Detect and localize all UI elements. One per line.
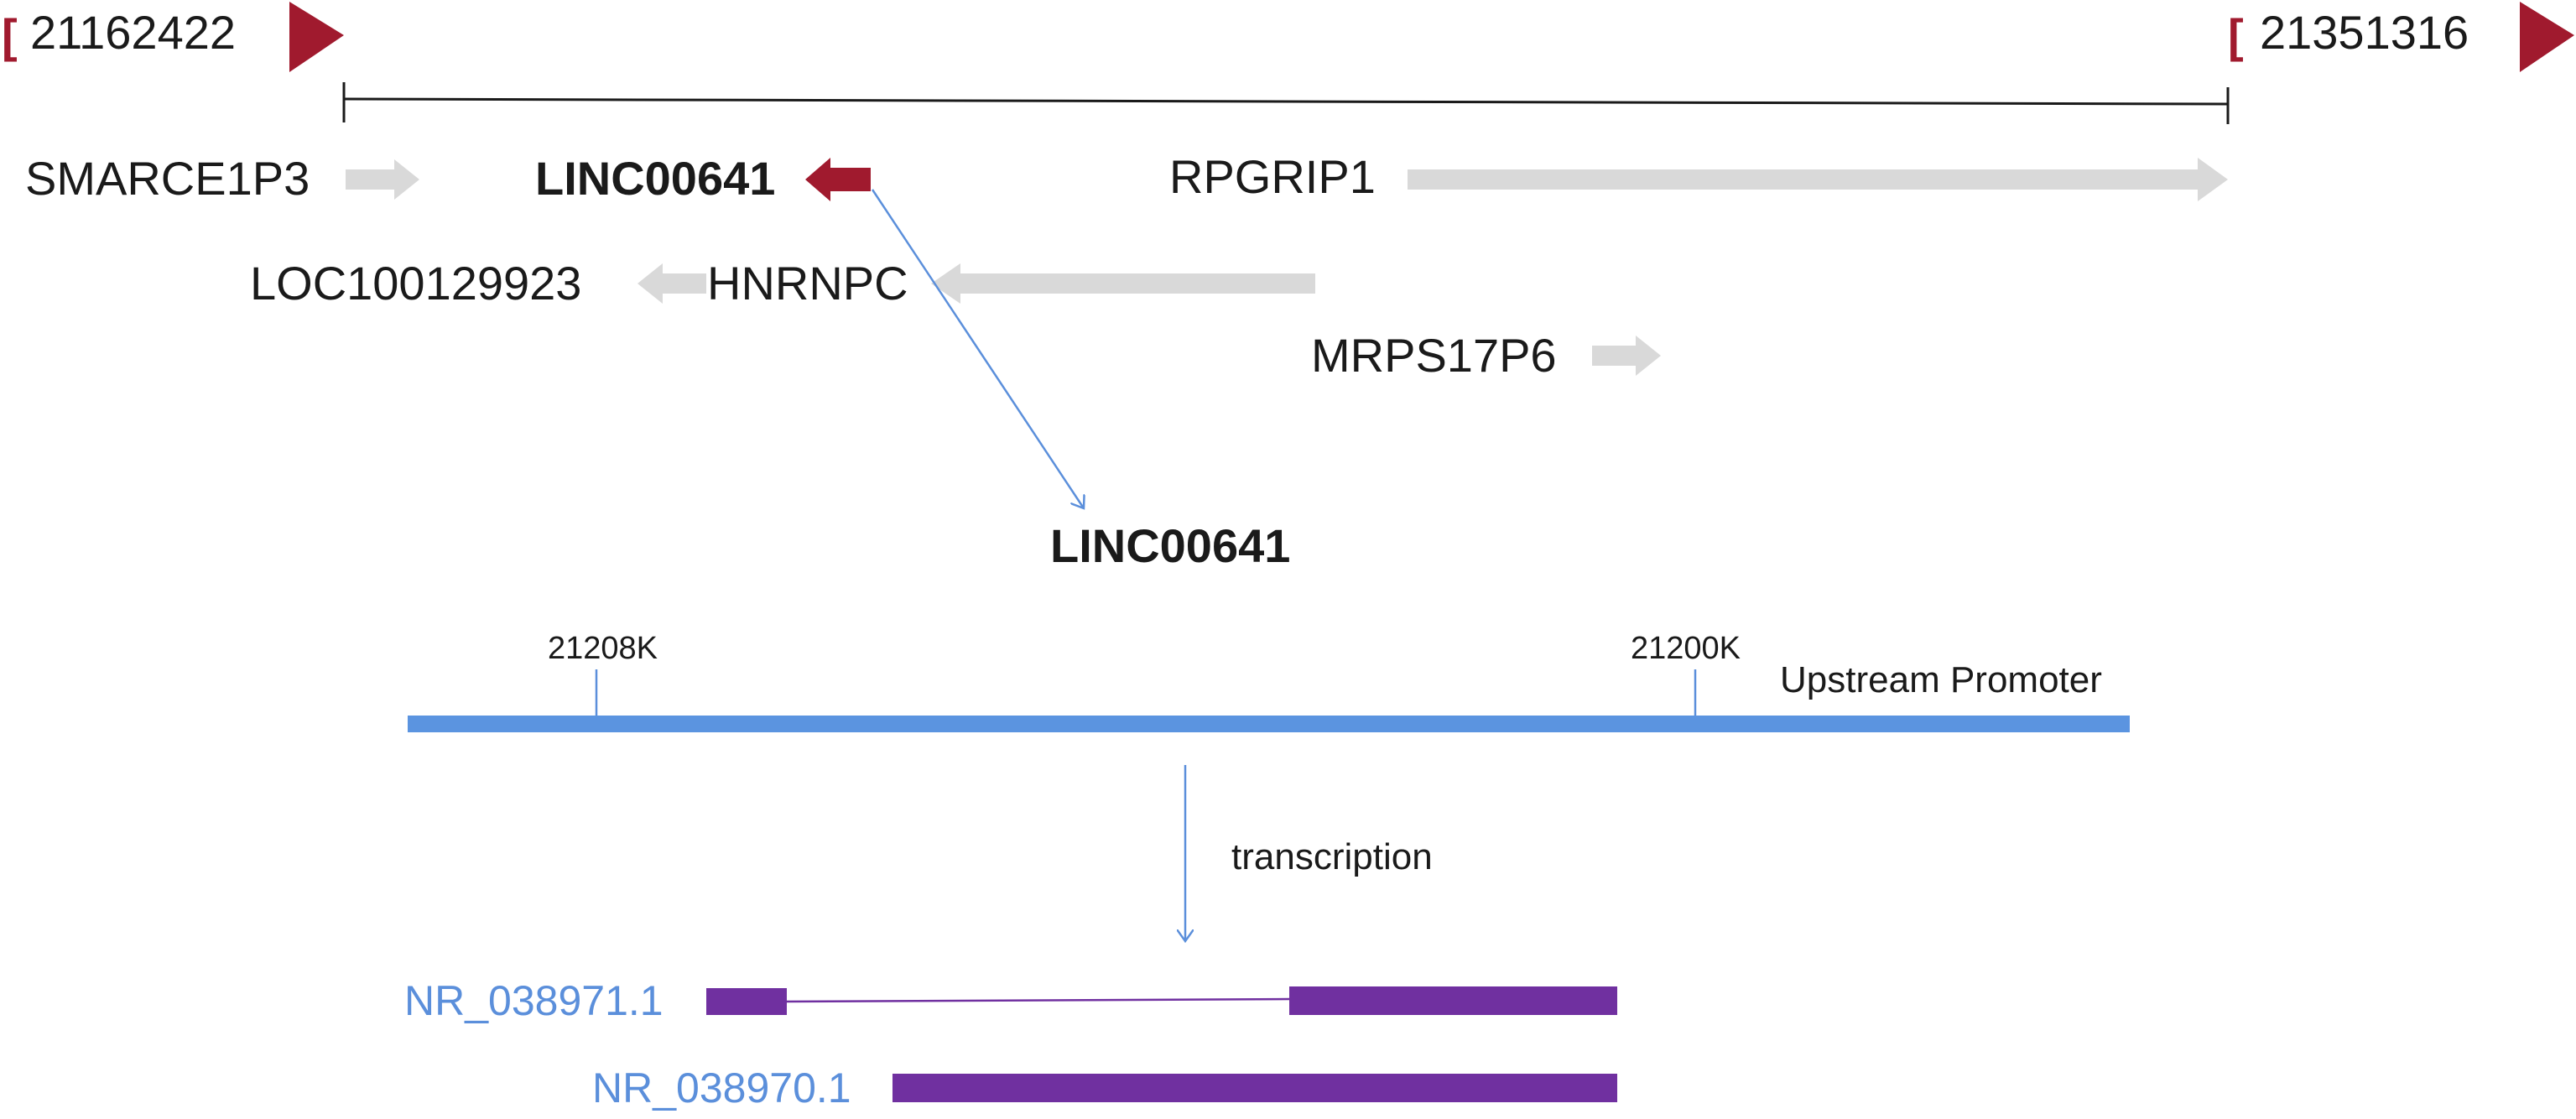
region-start-bracket: [ (2, 9, 18, 62)
region-start-arrow-icon (289, 2, 344, 72)
gene-label-rpgrip1: RPGRIP1 (1169, 150, 1376, 203)
gene-label-loc100129923: LOC100129923 (250, 257, 581, 310)
gene-smarce1p3-forward-arrow-icon (346, 159, 419, 200)
gene-hnrnpc-reverse-arrow-icon (931, 263, 1315, 304)
gene-label-smarce1p3: SMARCE1P3 (25, 152, 310, 205)
transcript-label-nr-038970-1: NR_038970.1 (592, 1064, 851, 1111)
region-scale-ruler (342, 82, 2230, 124)
gene-loc100129923-reverse-arrow-icon (637, 263, 706, 304)
transcription-label: transcription (1231, 836, 1433, 877)
region-end-label: 21351316 (2260, 6, 2469, 59)
zoom-title: LINC00641 (1050, 519, 1290, 572)
gene-label-linc00641: LINC00641 (535, 152, 775, 205)
zoom-tick-label-right: 21200K (1631, 631, 1741, 666)
region-end-arrow-icon (2520, 2, 2574, 72)
gene-mrps17p6-forward-arrow-icon (1592, 336, 1661, 376)
gene-label-hnrnpc: HNRNPC (707, 257, 908, 310)
gene-rpgrip1-forward-arrow-icon (1408, 158, 2228, 201)
zoom-connector-arrow (871, 189, 1084, 508)
gene-label-mrps17p6: MRPS17P6 (1311, 329, 1557, 382)
region-end-bracket: [ (2228, 9, 2244, 62)
transcript-label-nr-038971-1: NR_038971.1 (404, 977, 664, 1024)
zoom-locus-bar (408, 716, 2130, 732)
exon (1289, 986, 1617, 1015)
promoter-label: Upstream Promoter (1780, 659, 2102, 700)
gene-linc00641-reverse-arrow-icon (805, 158, 871, 201)
region-start-label: 21162422 (30, 6, 236, 59)
zoom-tick-label-left: 21208K (548, 631, 658, 666)
exon (706, 988, 787, 1015)
transcript-nr-038970-1-exon (892, 1074, 1617, 1102)
transcript-nr-038971-1-model (706, 986, 1617, 1015)
